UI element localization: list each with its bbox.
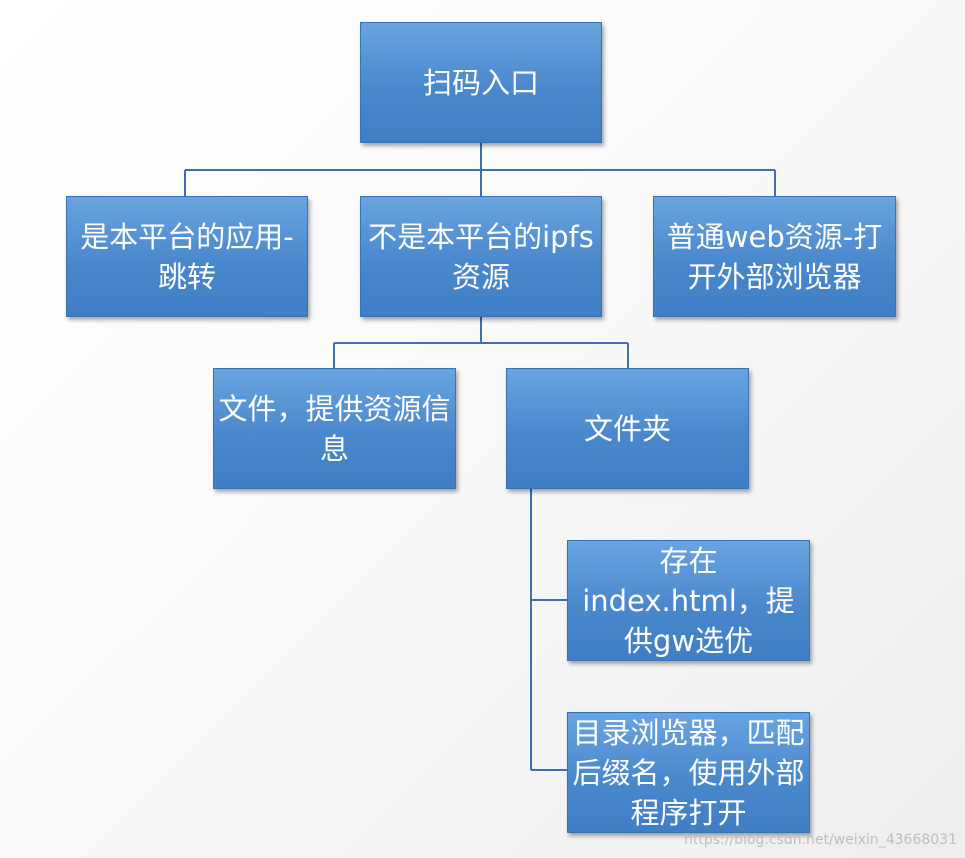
file-label: 文件，提供资源信息 <box>218 391 451 466</box>
local-app-label: 是本平台的应用-跳转 <box>80 219 294 294</box>
node-web-resource: 普通web资源-打开外部浏览器 <box>653 196 896 317</box>
directory-browser-label: 目录浏览器，匹配后缀名，使用外部程序打开 <box>572 715 805 830</box>
root-node-scan-entry: 扫码入口 <box>360 22 602 143</box>
web-resource-label: 普通web资源-打开外部浏览器 <box>666 219 883 294</box>
node-directory-browser: 目录浏览器，匹配后缀名，使用外部程序打开 <box>567 712 810 833</box>
connector-root-children <box>184 143 776 197</box>
node-local-app-redirect: 是本平台的应用-跳转 <box>66 196 308 317</box>
node-file: 文件，提供资源信息 <box>213 368 456 489</box>
root-node-label: 扫码入口 <box>422 65 539 100</box>
node-has-index-html: 存在index.html，提供gw选优 <box>567 540 810 661</box>
connector-folder-children <box>530 488 568 771</box>
node-ipfs-resource: 不是本平台的ipfs资源 <box>360 196 602 317</box>
ipfs-resource-label: 不是本平台的ipfs资源 <box>368 219 594 294</box>
connector-ipfs-children <box>333 316 629 369</box>
has-index-label: 存在index.html，提供gw选优 <box>582 543 795 658</box>
watermark: https://blog.csdn.net/weixin_43668031 <box>683 832 957 848</box>
folder-label: 文件夹 <box>583 411 671 446</box>
node-folder: 文件夹 <box>506 368 749 489</box>
